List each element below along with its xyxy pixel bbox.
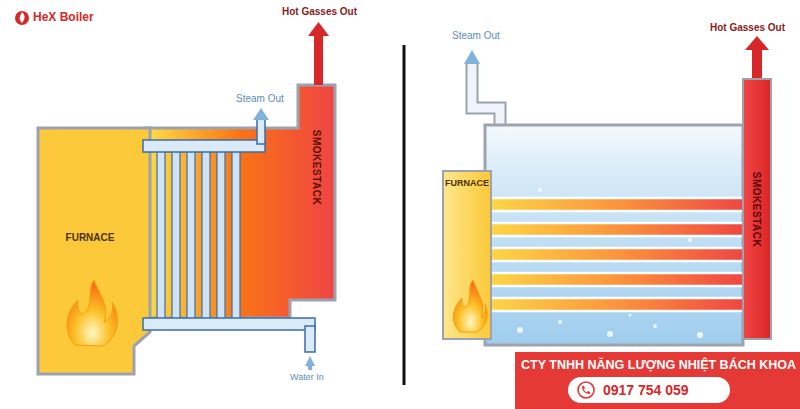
flow-label: Water In [290, 372, 324, 382]
company-banner [515, 352, 800, 409]
fire-tube-boiler [464, 36, 769, 345]
node-label: SMOKESTACK [312, 129, 323, 204]
water-tube-boiler [38, 22, 335, 374]
divider [403, 45, 406, 385]
company-name: CTY TNHH NĂNG LƯỢNG NHIỆT BÁCH KHOA [521, 358, 796, 372]
phone-number: 0917 754 059 [603, 382, 689, 398]
flow-label: Hot Gasses Out [710, 22, 785, 33]
node-label: SMOKESTACK [752, 171, 763, 246]
node-label: FURNACE [445, 178, 489, 188]
flow-label: Hot Gasses Out [282, 6, 357, 17]
furnace-box: FURNACE [442, 170, 492, 340]
flow-label: Steam Out [236, 93, 284, 104]
furnace-box: FURNACE [40, 222, 140, 252]
flow-label: Steam Out [452, 30, 500, 41]
logo-text: HeX Boiler [33, 10, 94, 24]
node-label: FURNACE [66, 232, 115, 243]
logo-icon [15, 11, 29, 25]
smokestack-box: SMOKESTACK [300, 92, 334, 242]
flame-icon [444, 274, 490, 334]
smokestack-box: SMOKESTACK [742, 78, 772, 340]
